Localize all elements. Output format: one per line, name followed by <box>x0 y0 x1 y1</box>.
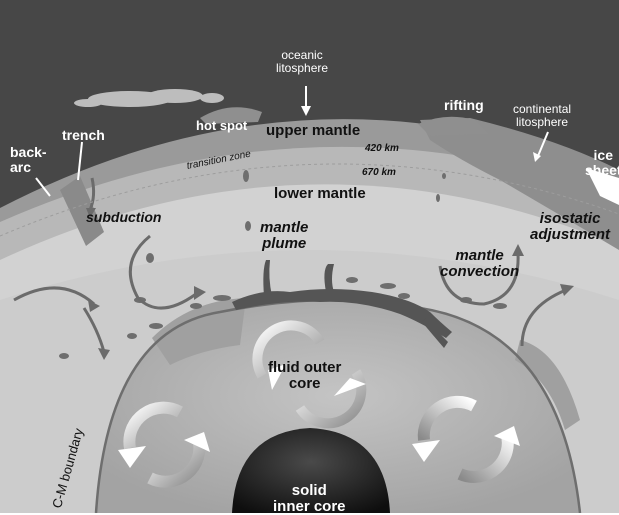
cloud <box>74 99 102 107</box>
fluid-outer-core-label: fluid outer core <box>268 360 341 392</box>
slab-fragment <box>346 277 358 283</box>
trench-label: trench <box>62 128 105 143</box>
cloud <box>200 93 224 103</box>
slab-fragment <box>436 194 440 202</box>
slab-fragment <box>442 173 446 179</box>
slab-fragment <box>380 283 396 289</box>
slab-fragment <box>213 295 231 301</box>
upper-mantle-label: upper mantle <box>266 123 360 139</box>
slab-fragment <box>190 303 202 309</box>
rifting-label: rifting <box>444 98 484 113</box>
mantle-plume-label: mantle plume <box>260 220 308 252</box>
cloud <box>147 89 203 103</box>
slab-fragment <box>127 333 137 339</box>
mantle-convection-label: mantle convection <box>440 248 519 280</box>
slab-fragment <box>243 170 249 182</box>
back-arc-label: back- arc <box>10 145 47 174</box>
slab-fragment <box>245 221 251 231</box>
solid-inner-core-label: solid inner core <box>273 483 346 515</box>
slab-fragment <box>149 323 163 329</box>
slab-fragment <box>146 253 154 263</box>
depth-670-label: 670 km <box>362 168 396 179</box>
oceanic-lithosphere-label: oceanic litosphere <box>276 49 328 74</box>
slab-fragment <box>398 293 410 299</box>
hotspot-label: hot spot <box>196 119 247 133</box>
lower-mantle-label: lower mantle <box>274 186 366 202</box>
ice-sheet-label: ice sheet <box>585 148 619 177</box>
isostatic-adjustment-label: isostatic adjustment <box>530 211 610 243</box>
depth-420-label: 420 km <box>365 144 399 155</box>
subduction-label: subduction <box>86 210 161 225</box>
slab-fragment <box>493 303 507 309</box>
slab-fragment <box>59 353 69 359</box>
continental-lithosphere-label: continental litosphere <box>513 103 571 128</box>
